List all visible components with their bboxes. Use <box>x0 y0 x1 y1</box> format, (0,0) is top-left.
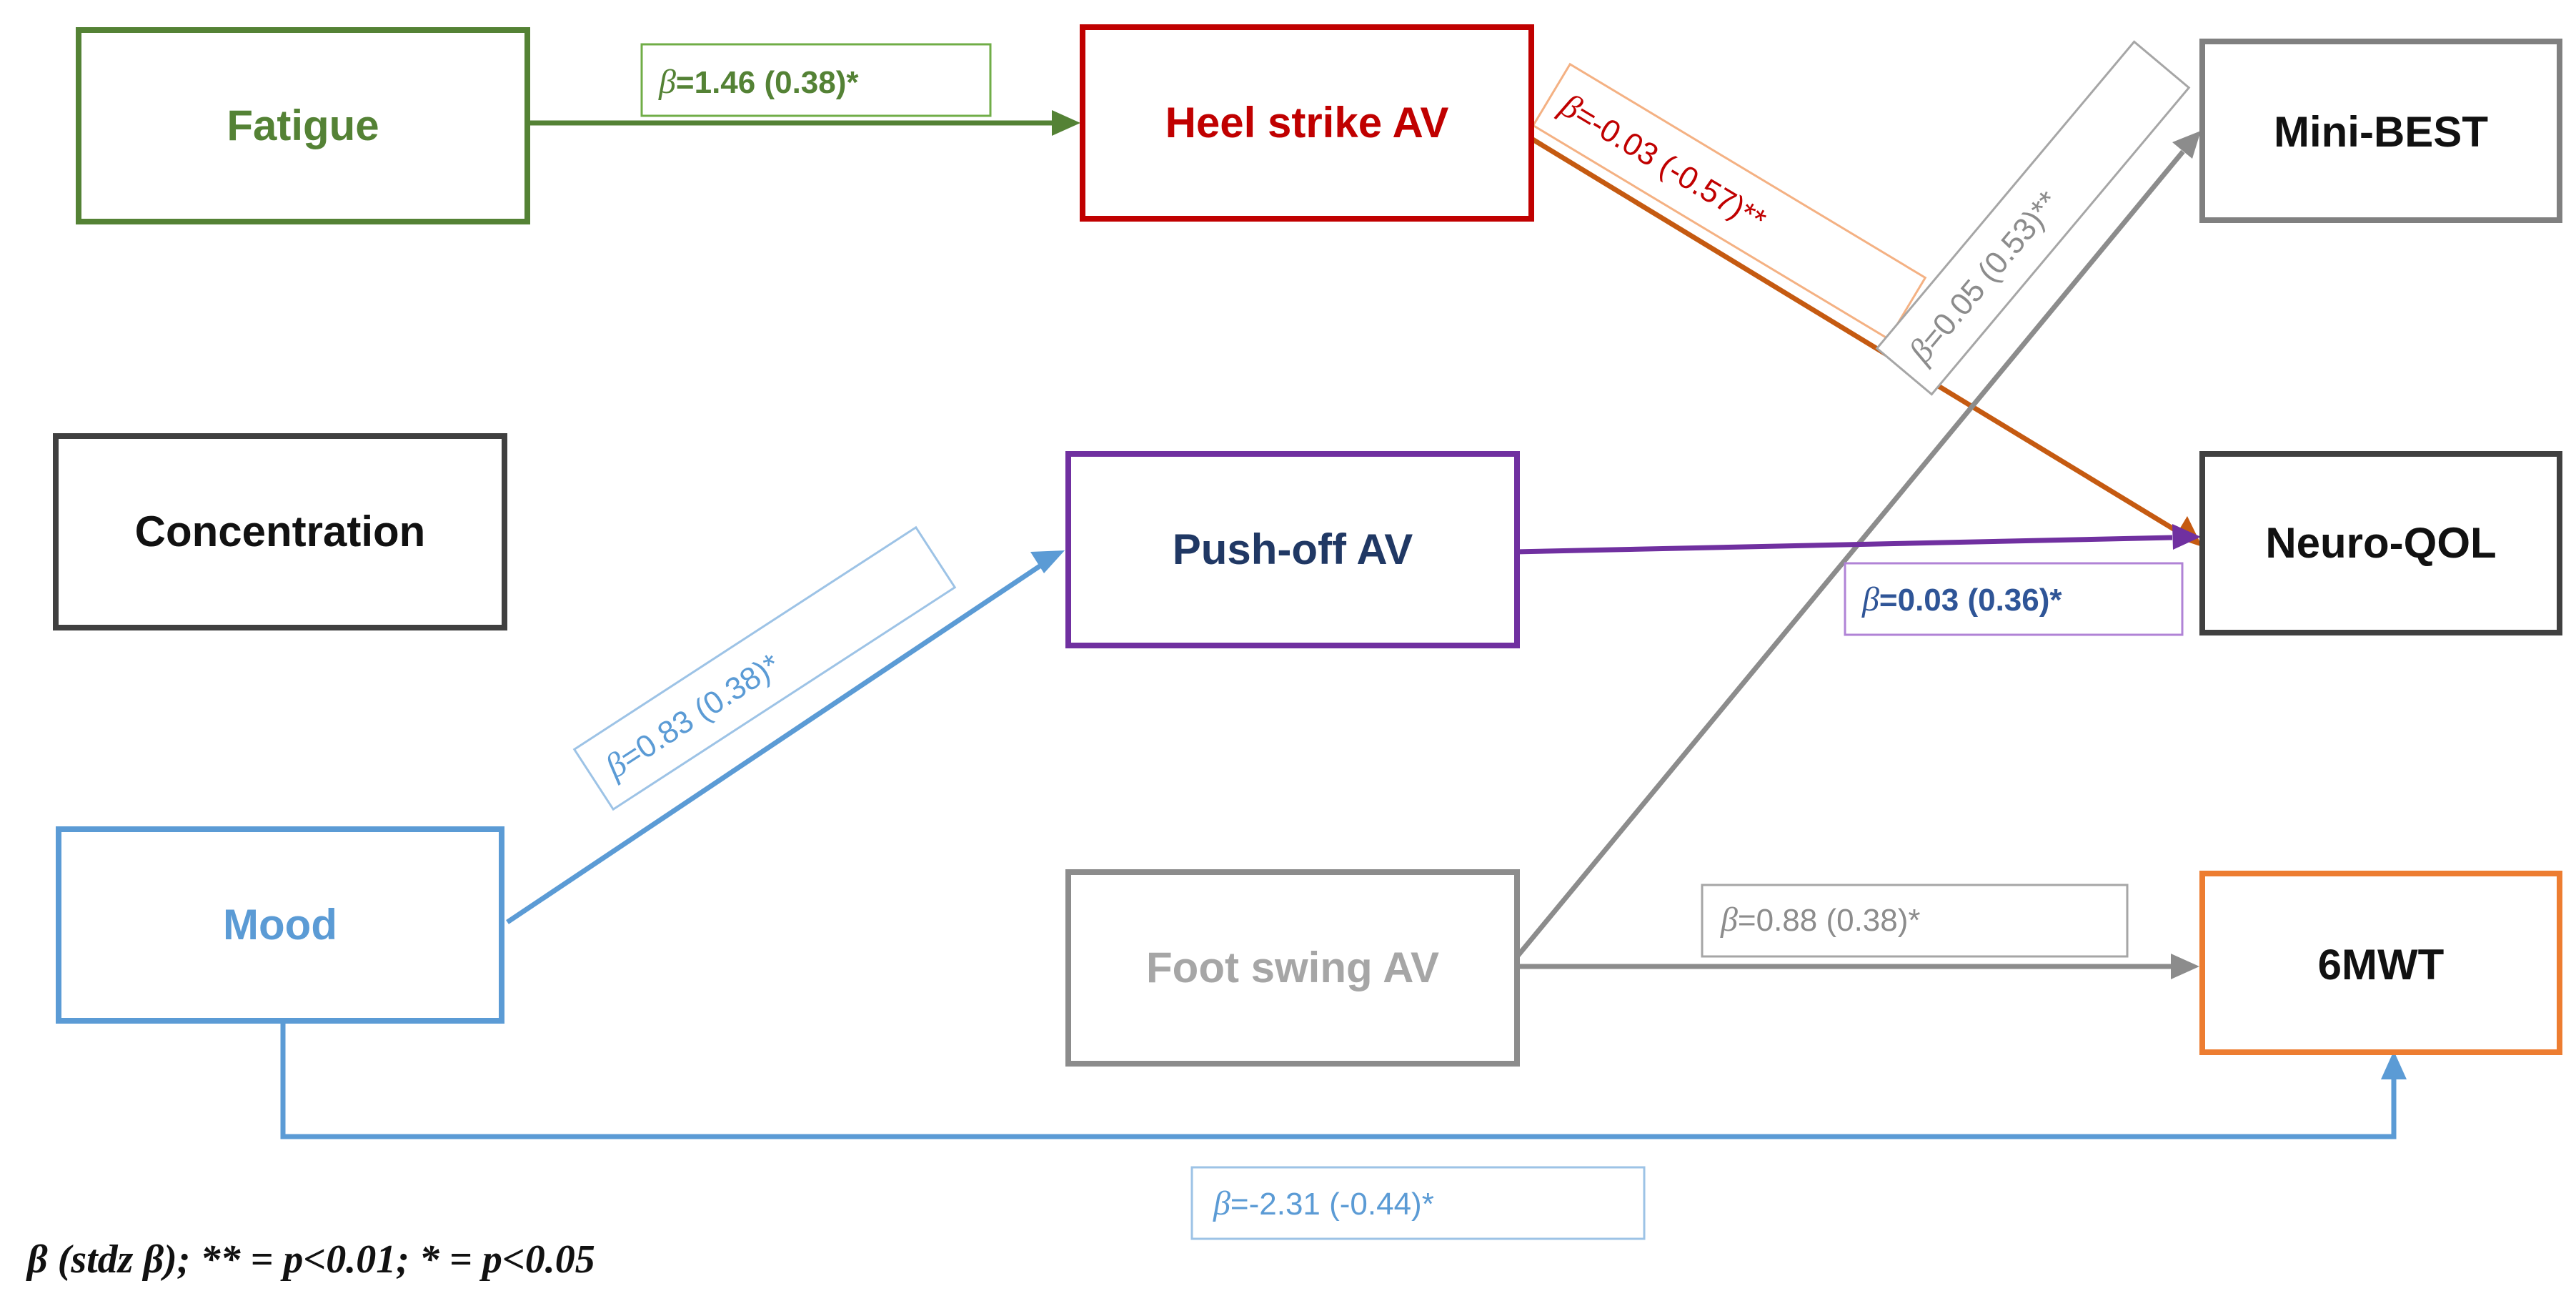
node-fatigue-label: Fatigue <box>227 102 379 149</box>
svg-text:β=0.88 (0.38)*: β=0.88 (0.38)* <box>1720 901 1921 939</box>
edge-push-off-neuro-qol <box>1514 535 2173 555</box>
coef-value: =0.03 (0.36)* <box>1879 583 2062 618</box>
coef-fatigue-heel-strike: β=1.46 (0.38)* <box>640 43 992 117</box>
node-6mwt: 6MWT <box>2199 871 2562 1055</box>
svg-text:β=-0.03 (-0.57)**: β=-0.03 (-0.57)** <box>1553 86 1774 239</box>
arrowhead-fatigue-heel-strike <box>1052 110 1080 136</box>
svg-text:β=-2.31 (-0.44)*: β=-2.31 (-0.44)* <box>1213 1184 1434 1222</box>
coef-value: =1.46 (0.38)* <box>676 65 859 100</box>
coef-mood-push-off: β=0.83 (0.38)* <box>572 525 957 811</box>
coef-value: =0.05 (0.53)** <box>1914 184 2067 356</box>
node-foot-swing-av-label: Foot swing AV <box>1146 944 1439 991</box>
node-mood: Mood <box>56 826 504 1024</box>
edge-heel-strike-neuro-qol <box>1528 135 2181 535</box>
arrowhead-mood-push-off <box>1030 550 1065 573</box>
node-mini-best-label: Mini-BEST <box>2274 108 2488 156</box>
node-6mwt-label: 6MWT <box>2318 941 2445 989</box>
coef-push-off-neuro-qol: β=0.03 (0.36)* <box>1844 562 2184 636</box>
node-push-off-av: Push-off AV <box>1065 451 1520 648</box>
coef-value: =0.88 (0.38)* <box>1738 903 1921 938</box>
nodes: Fatigue Concentration Mood Heel strike A… <box>53 24 2562 1067</box>
coef-heel-strike-neuro-qol: β=-0.03 (-0.57)** <box>1531 62 1927 341</box>
svg-text:β=1.46 (0.38)*: β=1.46 (0.38)* <box>658 63 859 101</box>
significance-legend: β (stdz β); ** = p<0.01; * = p<0.05 <box>26 1237 595 1282</box>
edge-mood-push-off <box>506 564 1041 924</box>
edge-foot-swing-mini-best <box>1513 149 2185 961</box>
svg-text:β=0.03 (0.36)*: β=0.03 (0.36)* <box>1861 580 2062 618</box>
arrowhead-push-off-neuro-qol <box>2172 524 2201 550</box>
arrowhead-foot-swing-mini-best <box>2172 131 2201 159</box>
beta-symbol: β <box>1213 1184 1230 1222</box>
node-fatigue: Fatigue <box>76 27 530 224</box>
node-heel-strike-av-label: Heel strike AV <box>1165 99 1449 147</box>
coef-value: =-2.31 (-0.44)* <box>1230 1187 1434 1222</box>
node-push-off-av-label: Push-off AV <box>1173 525 1413 573</box>
coef-foot-swing-mini-best: β=0.05 (0.53)** <box>1875 40 2191 396</box>
node-neuro-qol-label: Neuro-QOL <box>2265 519 2496 567</box>
arrowhead-foot-swing-6mwt <box>2171 954 2199 979</box>
beta-symbol: β <box>1861 580 1879 618</box>
coef-mood-6mwt: β=-2.31 (-0.44)* <box>1190 1166 1646 1240</box>
node-mood-label: Mood <box>223 901 337 949</box>
arrowhead-mood-6mwt <box>2381 1051 2407 1079</box>
coefficient-labels: β=1.46 (0.38)* β=-0.03 (-0.57)** β=0.05 … <box>572 40 2191 1240</box>
node-concentration: Concentration <box>53 433 507 630</box>
beta-symbol: β <box>1720 901 1738 939</box>
node-mini-best: Mini-BEST <box>2199 39 2562 223</box>
node-neuro-qol: Neuro-QOL <box>2199 451 2562 635</box>
node-concentration-label: Concentration <box>135 508 426 555</box>
node-foot-swing-av: Foot swing AV <box>1065 869 1520 1067</box>
node-heel-strike-av: Heel strike AV <box>1080 24 1534 222</box>
beta-symbol: β <box>658 63 676 101</box>
coef-foot-swing-6mwt: β=0.88 (0.38)* <box>1701 884 2129 958</box>
edges <box>280 110 2407 1139</box>
edge-mood-6mwt <box>280 1022 2397 1139</box>
